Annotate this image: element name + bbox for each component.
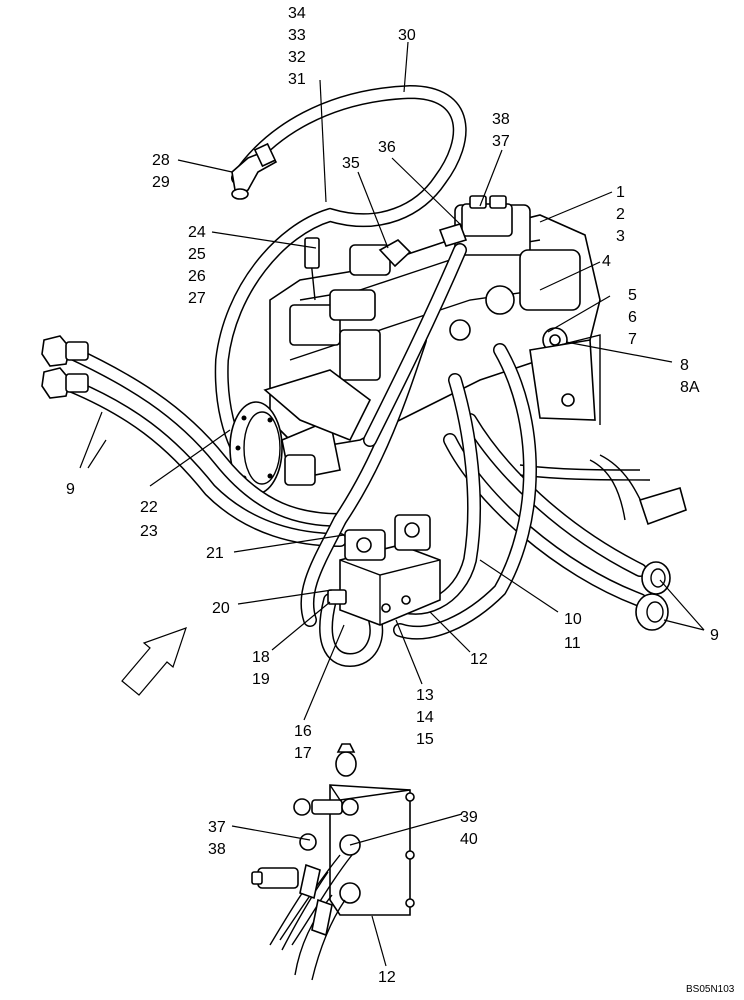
callout-23: 23 — [140, 523, 158, 540]
callout-35: 35 — [342, 155, 360, 172]
detail-view — [251, 743, 415, 981]
callout-5: 5 — [628, 287, 637, 304]
callout-37-top: 37 — [492, 133, 510, 150]
return-hose-loop — [214, 84, 467, 477]
callout-12-detail: 12 — [378, 969, 396, 986]
callout-30: 30 — [398, 27, 416, 44]
callout-labels: 34 33 32 31 30 38 37 36 35 28 29 1 2 3 4… — [66, 5, 735, 995]
callout-7: 7 — [628, 331, 637, 348]
callout-31: 31 — [288, 71, 306, 88]
callout-2: 2 — [616, 206, 625, 223]
callout-38-top: 38 — [492, 111, 510, 128]
callout-18: 18 — [252, 649, 270, 666]
callout-9-left: 9 — [66, 481, 75, 498]
callout-29: 29 — [152, 174, 170, 191]
callout-26: 26 — [188, 268, 206, 285]
callout-38-detail: 38 — [208, 841, 226, 858]
callout-32: 32 — [288, 49, 306, 66]
flange-plate — [229, 369, 372, 495]
callout-1: 1 — [616, 184, 625, 201]
callout-6: 6 — [628, 309, 637, 326]
callout-9-right: 9 — [710, 627, 719, 644]
callout-39: 39 — [460, 809, 478, 826]
callout-27: 27 — [188, 290, 206, 307]
callout-11: 11 — [564, 635, 581, 652]
top-valve — [378, 195, 513, 268]
callout-34: 34 — [288, 5, 306, 22]
callout-8A: 8A — [680, 379, 700, 396]
callout-15: 15 — [416, 731, 434, 748]
mounting-bracket — [529, 334, 601, 425]
callout-14: 14 — [416, 709, 434, 726]
left-hoses — [41, 335, 347, 547]
callout-40: 40 — [460, 831, 478, 848]
main-assembly — [41, 84, 687, 696]
valve-block-main — [327, 514, 441, 626]
center-hoses — [300, 243, 537, 668]
callout-24: 24 — [188, 224, 206, 241]
elbow-fitting — [231, 142, 278, 200]
callout-8: 8 — [680, 357, 689, 374]
callout-13: 13 — [416, 687, 434, 704]
callout-16: 16 — [294, 723, 312, 740]
callout-19: 19 — [252, 671, 270, 688]
callout-36: 36 — [378, 139, 396, 156]
callout-25: 25 — [188, 246, 206, 263]
callout-17: 17 — [294, 745, 312, 762]
leader-lines — [79, 41, 705, 967]
callout-28: 28 — [152, 152, 170, 169]
callout-3: 3 — [616, 228, 625, 245]
direction-arrow — [121, 627, 187, 696]
drawing-code: BS05N103 — [686, 984, 735, 995]
callout-37-detail: 37 — [208, 819, 226, 836]
callout-12-main: 12 — [470, 651, 488, 668]
detail-hoses — [269, 854, 353, 981]
callout-20: 20 — [212, 600, 230, 617]
callout-4: 4 — [602, 253, 611, 270]
callout-21: 21 — [206, 545, 224, 562]
callout-10: 10 — [564, 611, 582, 628]
callout-22: 22 — [140, 499, 158, 516]
callout-33: 33 — [288, 27, 306, 44]
